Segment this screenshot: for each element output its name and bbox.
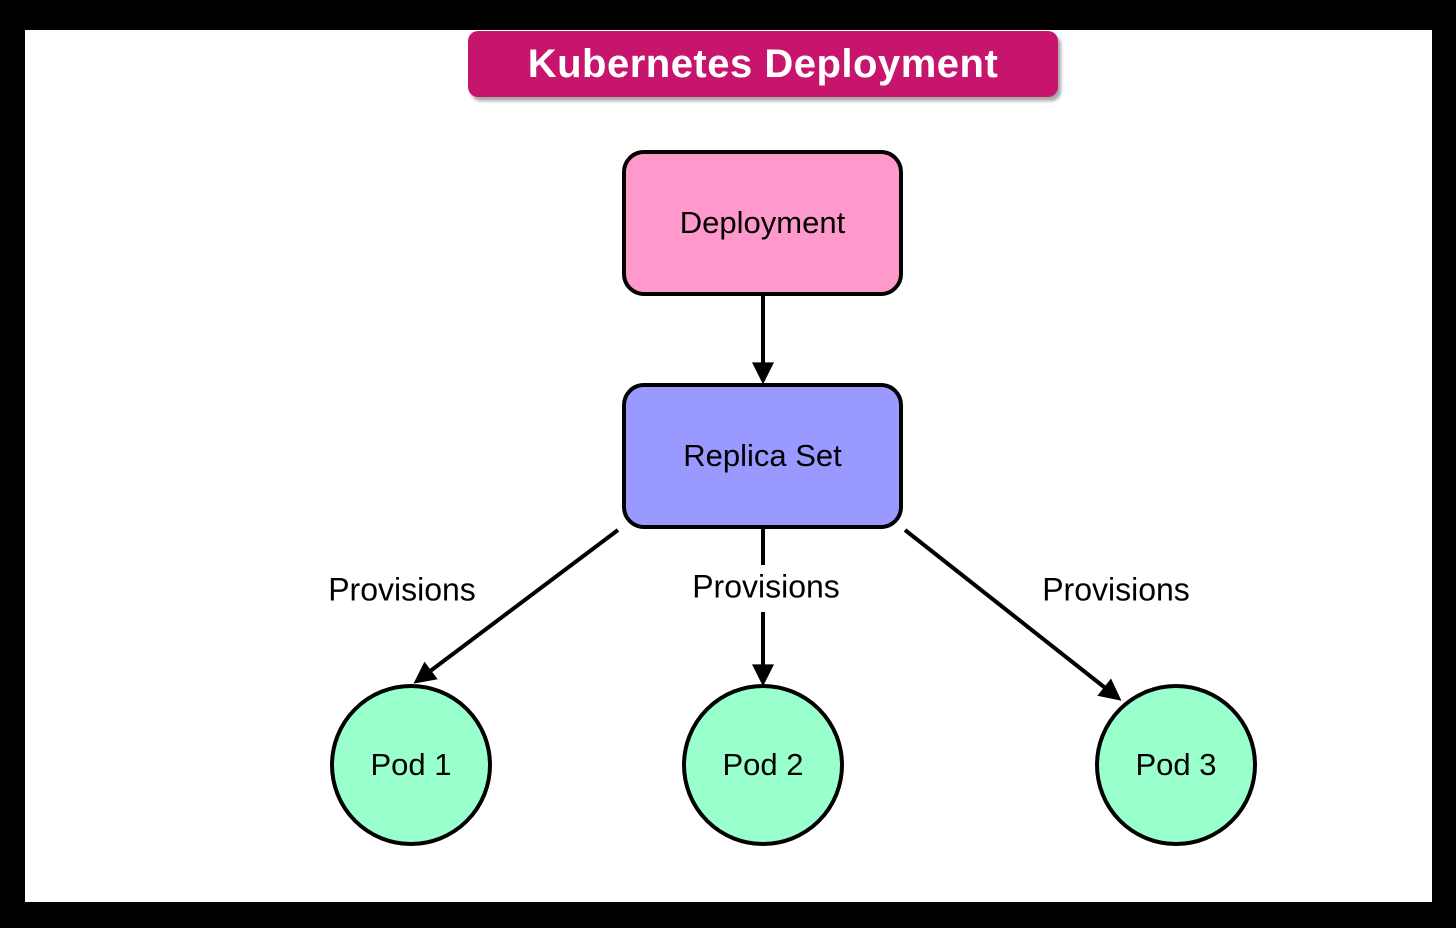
- edge-replicaset-to-pod3: [903, 528, 1122, 701]
- pod2-node-label: Pod 2: [722, 747, 804, 782]
- pod2-node: Pod 2: [682, 684, 844, 846]
- replica-set-node: Replica Set: [622, 383, 903, 529]
- pod3-node: Pod 3: [1095, 684, 1257, 846]
- diagram-title: Kubernetes Deployment: [527, 41, 999, 86]
- provisions-label-pod3: Provisions: [1042, 571, 1190, 608]
- provisions-label-pod1: Provisions: [328, 571, 476, 608]
- pod1-node: Pod 1: [330, 684, 492, 846]
- replica-set-node-label: Replica Set: [683, 438, 842, 473]
- diagram-canvas: Kubernetes Deployment Deployment Replica…: [25, 30, 1432, 902]
- diagram-title-banner: Kubernetes Deployment: [468, 31, 1058, 97]
- provisions-label-pod2: Provisions: [692, 568, 840, 605]
- deployment-node-label: Deployment: [679, 205, 846, 240]
- deployment-node: Deployment: [622, 150, 903, 296]
- pod1-node-label: Pod 1: [370, 747, 452, 782]
- pod3-node-label: Pod 3: [1135, 747, 1217, 782]
